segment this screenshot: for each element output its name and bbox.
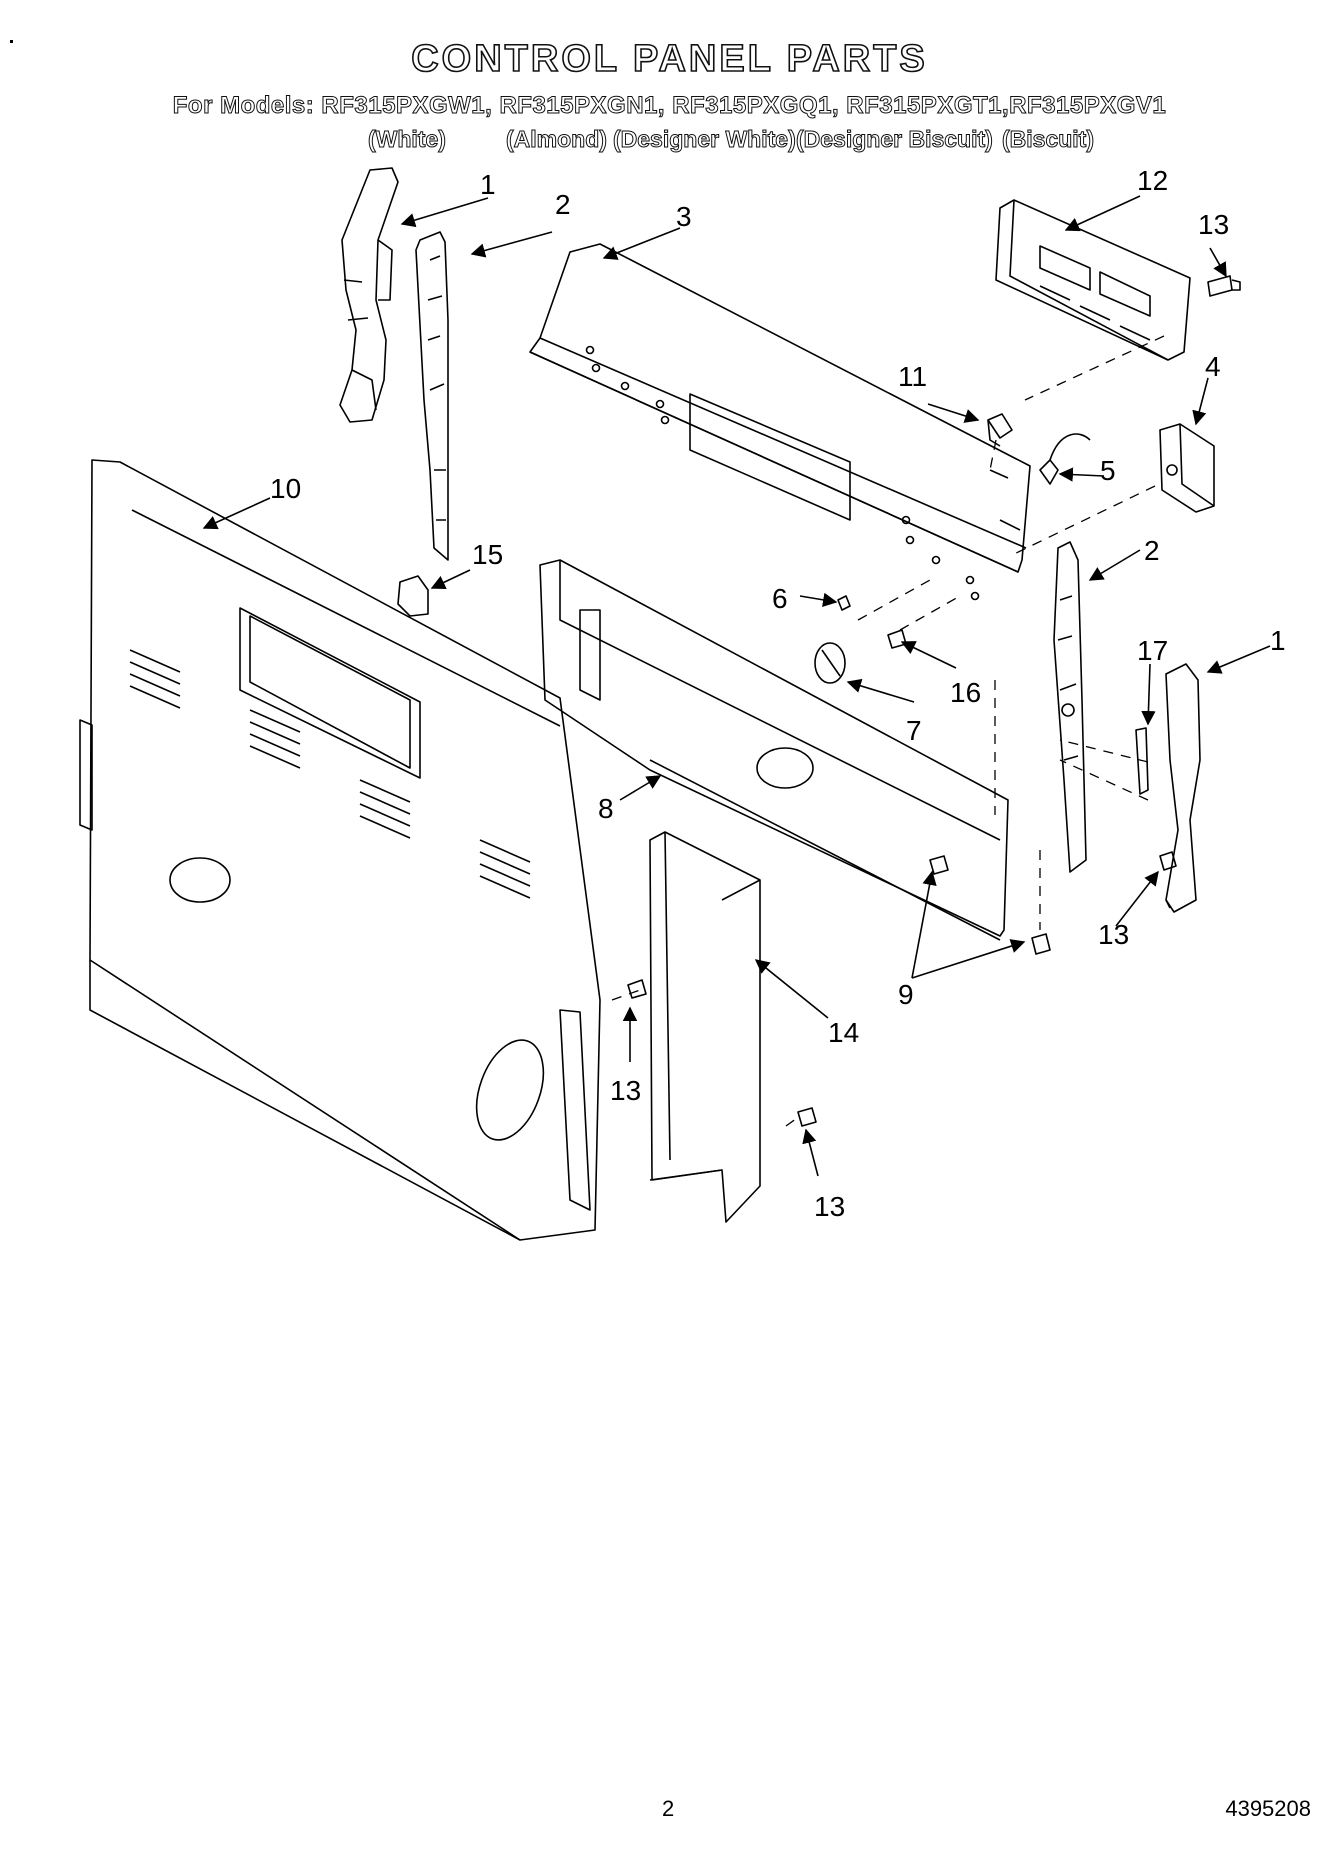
color-label-almond: (Almond)	[506, 126, 608, 153]
screw-bottom-right	[797, 1107, 817, 1127]
callout-15: 15	[472, 539, 503, 570]
callout-13-bottom: 13	[814, 1191, 845, 1222]
page-number: 2	[662, 1796, 675, 1821]
models-line: For Models: RF315PXGW1, RF315PXGN1, RF31…	[172, 92, 1167, 120]
callout-10: 10	[270, 473, 301, 504]
screw-9-a	[929, 855, 949, 875]
callout-17: 17	[1137, 635, 1168, 666]
screw-right	[1159, 851, 1177, 871]
callout-2-top-left: 2	[555, 189, 571, 220]
timer-module	[1159, 423, 1215, 513]
callout-7: 7	[906, 715, 922, 746]
callout-12: 12	[1137, 165, 1168, 196]
console-panel	[529, 243, 1031, 601]
left-end-cap	[339, 167, 399, 423]
callout-13-top-right: 13	[1198, 209, 1229, 240]
screw-small	[837, 595, 851, 611]
right-end-cap	[1165, 663, 1201, 913]
electronic-control	[995, 199, 1191, 361]
color-label-designer-biscuit: (Designer Biscuit)	[796, 126, 994, 153]
screw-bottom-middle	[627, 979, 647, 999]
callout-3: 3	[676, 201, 692, 232]
rear-panel	[79, 459, 601, 1241]
callout-1-right: 1	[1270, 625, 1286, 656]
screw-top-right	[1207, 275, 1241, 297]
callout-14: 14	[828, 1017, 859, 1048]
callout-8: 8	[598, 793, 614, 824]
side-channel	[649, 831, 761, 1223]
callout-1-top-left: 1	[480, 169, 496, 200]
wire-clip-small	[397, 575, 429, 617]
callout-6: 6	[772, 583, 788, 614]
page-title: CONTROL PANEL PARTS	[410, 37, 928, 81]
right-side-bracket	[1053, 541, 1087, 873]
document-number: 4395208	[1225, 1796, 1311, 1821]
switch	[987, 413, 1013, 447]
callout-13-bottom-left: 13	[610, 1075, 641, 1106]
callout-5: 5	[1100, 455, 1116, 486]
callout-11: 11	[898, 361, 927, 392]
screw-medium	[887, 629, 907, 649]
small-bracket	[1135, 727, 1149, 795]
color-label-designer-white: (Designer White)	[613, 126, 797, 153]
callout-2-right: 2	[1144, 535, 1160, 566]
color-label-white: (White)	[368, 126, 447, 153]
callout-16: 16	[950, 677, 981, 708]
speck-mark	[10, 40, 13, 43]
callout-9: 9	[898, 979, 914, 1010]
color-label-biscuit: (Biscuit)	[1002, 126, 1095, 153]
callout-13-right: 13	[1098, 919, 1129, 950]
screw-9-b	[1031, 933, 1051, 955]
lower-control-panel	[539, 559, 1009, 941]
wire-clip	[1039, 433, 1091, 485]
callout-4: 4	[1205, 351, 1221, 382]
knob	[814, 642, 846, 684]
left-side-bracket	[415, 231, 449, 561]
